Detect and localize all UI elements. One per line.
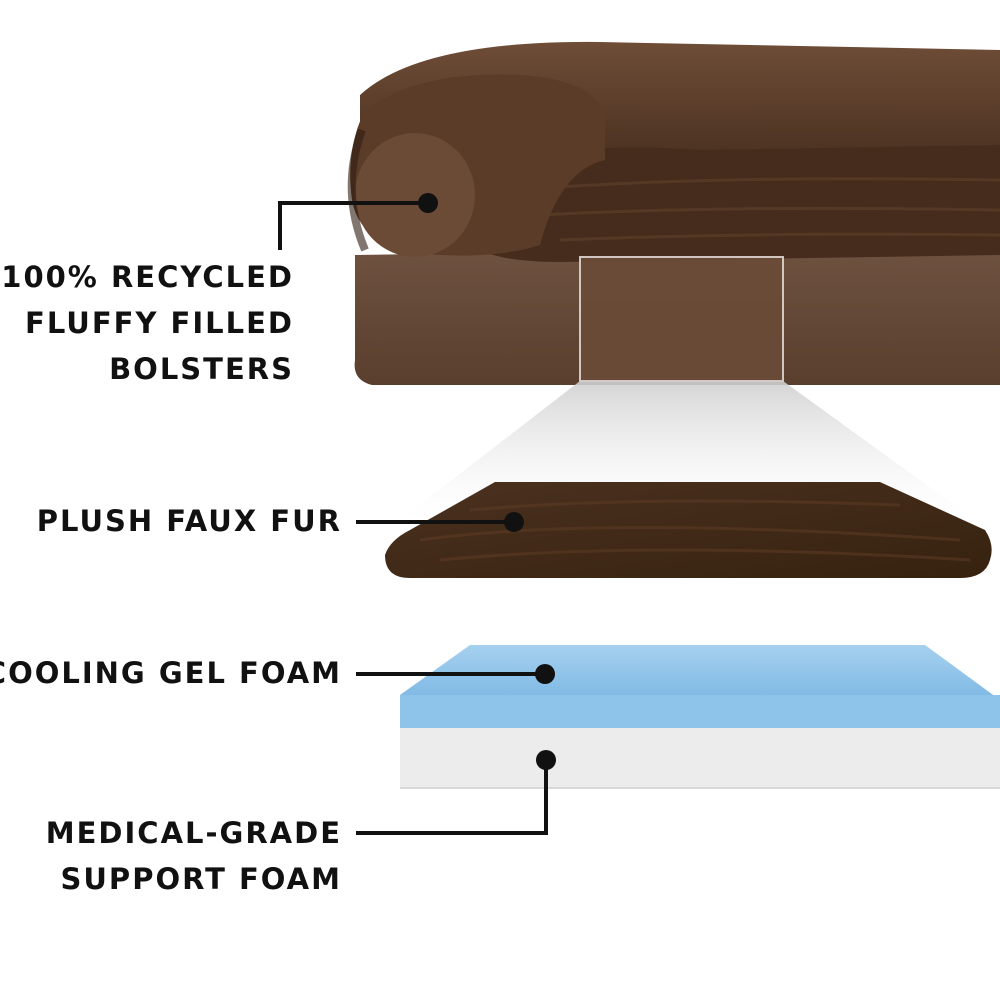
- bolster-dot: [418, 193, 438, 213]
- fur-dot: [504, 512, 524, 532]
- callout-gel: COOLING GEL FOAM: [0, 650, 342, 696]
- callout-bolsters-line-1: 100% RECYCLED: [1, 260, 294, 294]
- gel-dot: [535, 664, 555, 684]
- zoom-window: [579, 256, 784, 382]
- gel-foam-front: [400, 695, 1000, 728]
- callout-fur: PLUSH FAUX FUR: [37, 498, 342, 544]
- callout-support: MEDICAL-GRADE SUPPORT FOAM: [46, 810, 342, 902]
- gel-foam-top: [400, 645, 1000, 700]
- fur-layer: [385, 482, 992, 578]
- callout-support-line-1: MEDICAL-GRADE: [45, 816, 342, 850]
- callout-gel-line-1: COOLING GEL FOAM: [0, 656, 342, 690]
- callout-bolsters: 100% RECYCLED FLUFFY FILLED BOLSTERS: [1, 254, 294, 392]
- leader-lines: [278, 201, 548, 835]
- support-foam-front: [400, 728, 1000, 788]
- support-leader: [356, 760, 548, 835]
- bolster-leader: [278, 201, 428, 250]
- support-dot: [536, 750, 556, 770]
- callout-support-line-2: SUPPORT FOAM: [60, 862, 342, 896]
- callout-bolsters-line-2: FLUFFY FILLED: [25, 306, 294, 340]
- callout-fur-line-1: PLUSH FAUX FUR: [36, 504, 342, 538]
- callout-bolsters-line-3: BOLSTERS: [109, 352, 294, 386]
- bolster-end: [355, 133, 475, 257]
